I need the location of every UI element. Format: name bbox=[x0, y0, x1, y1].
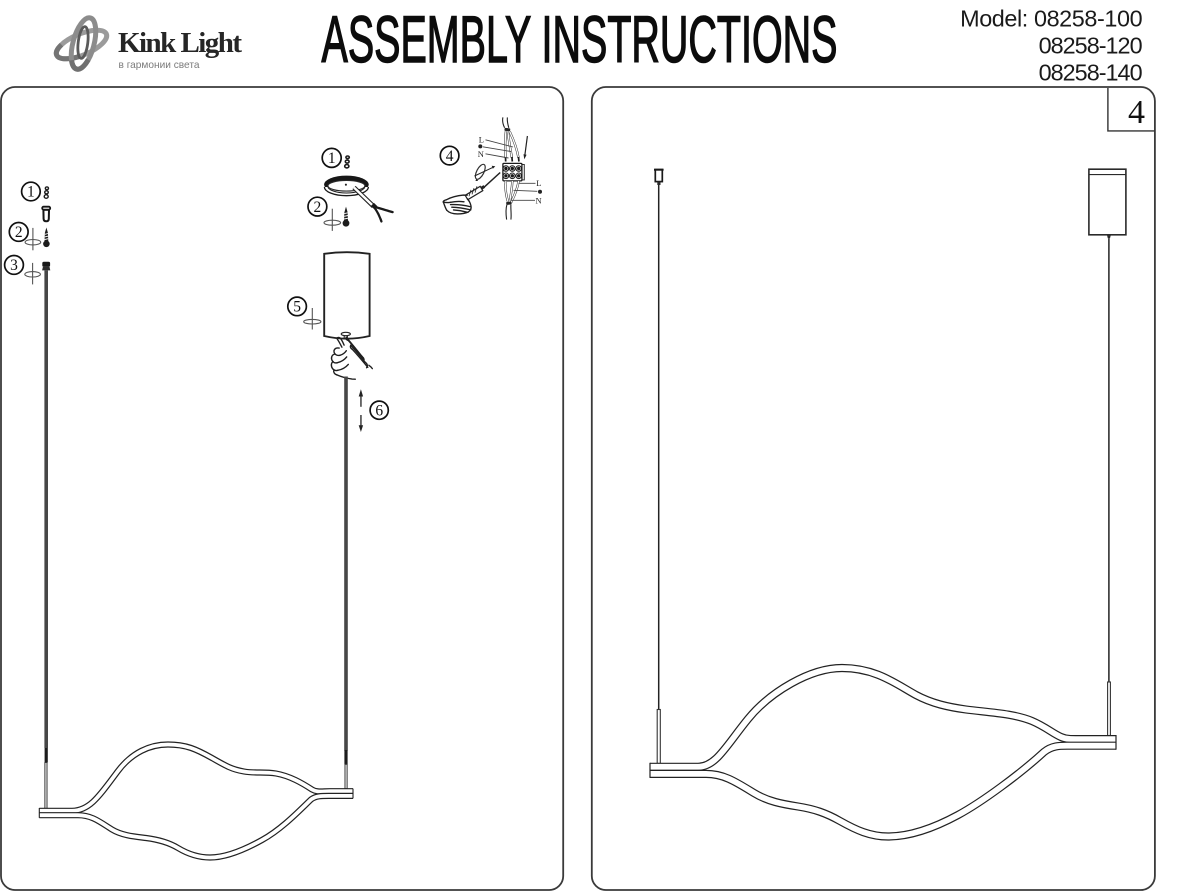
svg-text:3: 3 bbox=[10, 257, 18, 274]
svg-text:2: 2 bbox=[15, 224, 23, 241]
svg-text:4: 4 bbox=[1128, 94, 1145, 131]
svg-text:2: 2 bbox=[314, 199, 322, 216]
svg-text:в гармонии света: в гармонии света bbox=[119, 59, 200, 71]
svg-text:08258-140: 08258-140 bbox=[1039, 60, 1143, 86]
svg-text:5: 5 bbox=[293, 299, 301, 316]
svg-text:1: 1 bbox=[328, 150, 336, 167]
svg-text:4: 4 bbox=[446, 148, 454, 165]
svg-text:N: N bbox=[478, 149, 484, 159]
svg-text:ASSEMBLY INSTRUCTIONS: ASSEMBLY INSTRUCTIONS bbox=[322, 2, 838, 76]
svg-text:L: L bbox=[536, 178, 541, 188]
svg-text:1: 1 bbox=[27, 184, 35, 201]
svg-text:Kink Light: Kink Light bbox=[118, 27, 242, 59]
svg-text:N: N bbox=[536, 196, 542, 206]
svg-text:Model: 08258-100: Model: 08258-100 bbox=[960, 6, 1143, 32]
svg-text:6: 6 bbox=[375, 402, 383, 419]
svg-text:L: L bbox=[479, 134, 484, 144]
svg-text:08258-120: 08258-120 bbox=[1039, 33, 1143, 59]
